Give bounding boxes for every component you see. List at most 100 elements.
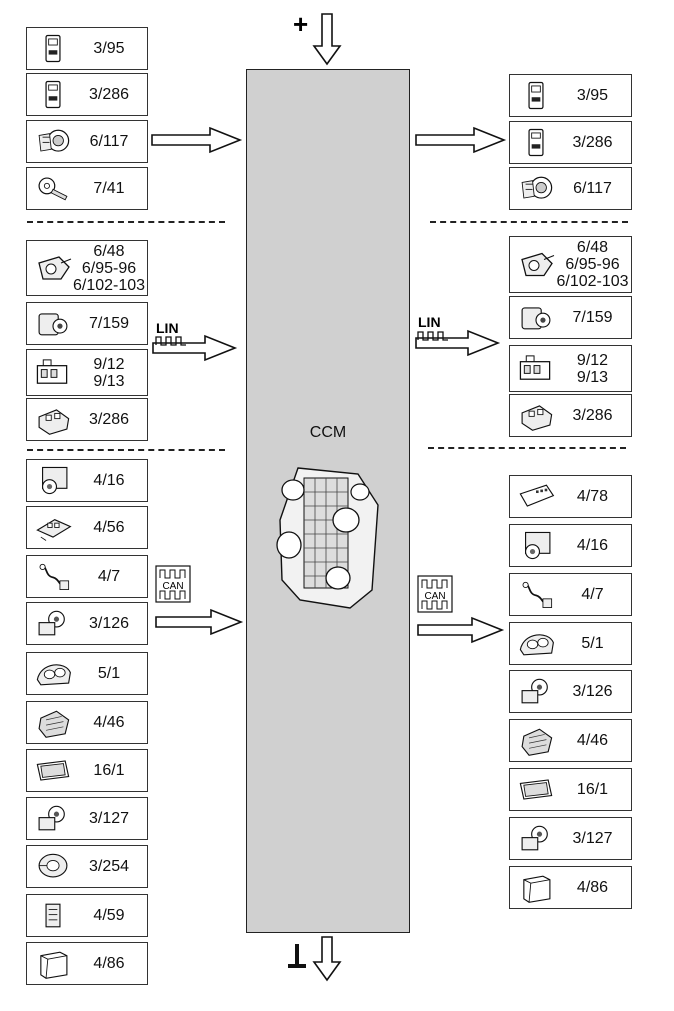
reference-line: 4/7 — [97, 568, 121, 585]
component-reference: 7/159 — [77, 303, 141, 344]
component-reference: 4/16 — [77, 460, 141, 501]
ccm-unit-illustration — [276, 467, 379, 609]
ignition-switch-icon — [514, 172, 558, 205]
abs-module-icon — [31, 464, 75, 497]
left-component-box: 4/16 — [26, 459, 148, 502]
reference-line: 3/126 — [572, 683, 613, 700]
reference-line: 6/117 — [573, 180, 612, 197]
separator-left-2 — [27, 449, 225, 451]
reference-line: 9/13 — [93, 372, 125, 390]
left-lin-arrow — [152, 334, 238, 362]
blis-switch-icon — [514, 126, 558, 159]
instrument-cluster-icon — [514, 627, 558, 660]
reference-line: 6/102-103 — [72, 276, 146, 294]
reference-line: 6/95-96 — [81, 259, 137, 277]
reference-line: 7/159 — [572, 309, 613, 326]
right-component-box: 16/1 — [509, 768, 632, 811]
component-reference: 4/86 — [560, 867, 625, 908]
control-unit-icon — [31, 706, 75, 739]
reference-line: 4/78 — [576, 488, 609, 505]
dstc-switch-icon — [514, 79, 558, 112]
reference-line: 4/86 — [93, 955, 125, 972]
display-icon — [514, 773, 558, 806]
component-reference: 3/286 — [77, 74, 141, 115]
left-component-box: 3/127 — [26, 797, 148, 840]
component-reference: 3/95 — [560, 75, 625, 116]
blis-switch-icon — [31, 78, 75, 111]
switch-module-icon — [31, 403, 75, 436]
reference-line: 16/1 — [576, 781, 609, 798]
svg-text:CAN: CAN — [424, 591, 445, 602]
left-component-box: 5/1 — [26, 652, 148, 695]
component-reference: 4/7 — [560, 574, 625, 615]
steering-module-icon — [31, 850, 75, 883]
left-component-box: 3/286 — [26, 398, 148, 441]
display-icon — [31, 754, 75, 787]
right-component-box: 4/86 — [509, 866, 632, 909]
reference-line: 4/59 — [93, 907, 125, 924]
box-module-icon — [514, 871, 558, 904]
right-component-box: 3/127 — [509, 817, 632, 860]
sensor-icon — [31, 245, 75, 291]
reference-line: 6/117 — [89, 133, 129, 150]
reference-line: 7/41 — [93, 180, 125, 197]
component-reference: 3/126 — [77, 603, 141, 644]
reference-line: 3/127 — [88, 810, 130, 827]
window-motor-icon — [514, 822, 558, 855]
component-reference: 3/126 — [560, 671, 625, 712]
right-component-box: 4/7 — [509, 573, 632, 616]
window-motor-icon — [31, 802, 75, 835]
component-reference: 5/1 — [560, 623, 625, 664]
right-can-arrow — [417, 616, 505, 644]
relay-box-icon — [31, 511, 75, 544]
abs-module-icon — [514, 529, 558, 562]
reference-line: 6/48 — [576, 239, 609, 256]
reference-line: 3/286 — [572, 407, 613, 424]
motor-icon — [31, 307, 75, 340]
right-component-box: 3/95 — [509, 74, 632, 117]
component-reference: 4/78 — [560, 476, 625, 517]
component-reference: 16/1 — [77, 750, 141, 791]
ignition-switch-icon — [31, 125, 75, 158]
ccm-label: CCM — [309, 424, 347, 441]
lin-bus-symbol-left: LIN — [155, 320, 186, 346]
ground-arrow — [288, 936, 342, 982]
box-module-icon — [31, 947, 75, 980]
reference-line: 16/1 — [93, 762, 125, 779]
reference-line: 4/7 — [581, 586, 604, 603]
power-supply-arrow: + — [293, 9, 342, 66]
svg-text:+: + — [293, 9, 308, 39]
component-reference: 4/86 — [77, 943, 141, 984]
left-component-box: 16/1 — [26, 749, 148, 792]
left-component-box: 7/41 — [26, 167, 148, 210]
lin-bus-symbol-right: LIN — [417, 314, 448, 341]
component-reference: 4/46 — [560, 720, 625, 761]
key-icon — [31, 172, 75, 205]
right-lin-arrow — [415, 329, 501, 357]
component-reference: 16/1 — [560, 769, 625, 810]
keypad-module-icon — [514, 480, 558, 513]
right-component-box: 4/16 — [509, 524, 632, 567]
component-reference: 4/59 — [77, 895, 141, 936]
component-reference: 3/286 — [560, 395, 625, 436]
connector-icon — [31, 354, 75, 391]
window-motor-icon — [31, 607, 75, 640]
separator-right-2 — [428, 447, 626, 449]
reference-line: 6/102-103 — [556, 273, 629, 290]
reference-line: 6/48 — [93, 242, 125, 260]
harness-icon — [514, 578, 558, 611]
left-component-box: 6/117 — [26, 120, 148, 163]
component-reference: 3/286 — [77, 399, 141, 440]
reference-line: 9/12 — [93, 355, 125, 373]
separator-right-1 — [430, 221, 628, 223]
separator-left-1 — [27, 221, 225, 223]
harness-icon — [31, 560, 75, 593]
reference-line: 3/126 — [88, 615, 130, 632]
window-motor-icon — [514, 675, 558, 708]
right-component-box: 7/159 — [509, 296, 632, 339]
component-reference: 4/16 — [560, 525, 625, 566]
